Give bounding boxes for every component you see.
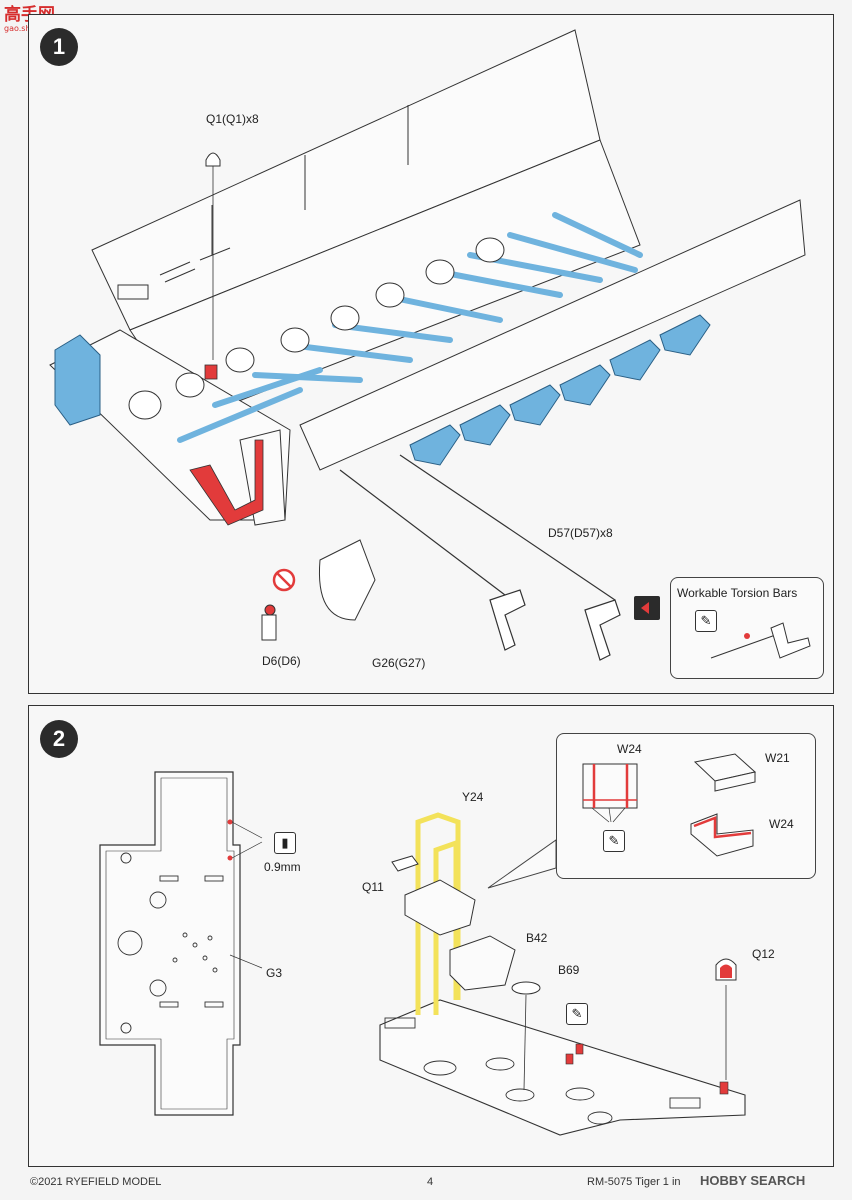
cement-icon: ✎ (695, 610, 717, 632)
label-q1: Q1(Q1)x8 (206, 112, 259, 126)
footer-page-number: 4 (427, 1176, 434, 1188)
footer-copyright: ©2021 RYEFIELD MODEL (30, 1176, 162, 1188)
cement-icon-pins: ✎ (566, 1003, 588, 1025)
label-q11: Q11 (362, 880, 384, 894)
cement-icon-w24: ✎ (603, 830, 625, 852)
label-b42: B42 (526, 931, 548, 945)
label-y24: Y24 (462, 790, 484, 804)
label-w21: W21 (765, 751, 790, 765)
step-2-badge: 2 (40, 720, 78, 758)
inset-title: Workable Torsion Bars (677, 586, 798, 600)
workable-torsion-bars-inset: Workable Torsion Bars ✎ (670, 577, 824, 679)
footer-brand: HOBBY SEARCH (700, 1173, 806, 1188)
label-d6: D6(D6) (262, 654, 301, 668)
label-g26: G26(G27) (372, 656, 426, 670)
label-thickness: 0.9mm (264, 860, 301, 874)
label-d57: D57(D57)x8 (548, 526, 613, 540)
label-g3: G3 (266, 966, 283, 980)
hull-assembly-drawing (49, 29, 806, 661)
label-w24-b: W24 (769, 817, 794, 831)
cement-icon-g3: ▮ (274, 832, 296, 854)
label-w24-a: W24 (617, 742, 642, 756)
label-q12: Q12 (752, 947, 775, 961)
w24-w21-inset: W24 W21 W24 ✎ (556, 733, 816, 879)
label-b69: B69 (558, 963, 580, 977)
step-1-badge: 1 (40, 28, 78, 66)
footer-product: RM-5075 Tiger 1 in (587, 1176, 681, 1188)
